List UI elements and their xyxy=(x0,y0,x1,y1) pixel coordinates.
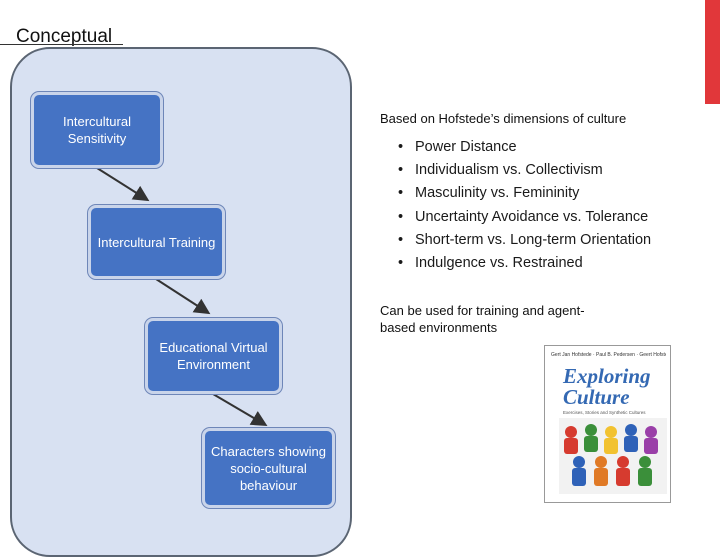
dimensions-heading: Based on Hofstede’s dimensions of cultur… xyxy=(380,111,627,126)
title-underline xyxy=(0,44,123,45)
node-label: Intercultural Sensitivity xyxy=(63,114,131,146)
node-characters-behaviour: Characters showing socio-cultural behavi… xyxy=(202,428,335,508)
node-educational-virtual-environment: Educational Virtual Environment xyxy=(145,318,282,394)
book-authors: Gert Jan Hofstede · Paul B. Pedersen · G… xyxy=(551,352,666,358)
node-intercultural-sensitivity: Intercultural Sensitivity xyxy=(31,92,163,168)
node-intercultural-training: Intercultural Training xyxy=(88,205,225,279)
book-subtitle: Exercises, Stories and Synthetic Culture… xyxy=(563,410,646,415)
list-item: Short-term vs. Long-term Orientation xyxy=(398,229,651,252)
slide-title: Conceptual xyxy=(16,26,113,47)
list-item: Uncertainty Avoidance vs. Tolerance xyxy=(398,206,651,229)
dimensions-list: Power Distance Individualism vs. Collect… xyxy=(398,136,651,275)
arrow-2 xyxy=(155,278,211,315)
book-title: Exploring Culture xyxy=(563,364,651,409)
list-item: Power Distance xyxy=(398,136,651,159)
list-item: Masculinity vs. Femininity xyxy=(398,182,651,205)
list-item: Indulgence vs. Restrained xyxy=(398,252,651,275)
node-label: Characters showing socio-cultural behavi… xyxy=(211,443,326,493)
arrow-3 xyxy=(212,393,268,427)
flow-arrows xyxy=(96,167,268,427)
node-label: Educational Virtual Environment xyxy=(159,340,268,372)
arrow-1 xyxy=(96,167,150,202)
accent-bar xyxy=(705,0,720,104)
puzzle-people-illustration xyxy=(559,418,667,494)
node-label: Intercultural Training xyxy=(97,234,216,250)
book-cover-image: Gert Jan Hofstede · Paul B. Pedersen · G… xyxy=(544,345,671,503)
usage-note: Can be used for training and agent-based… xyxy=(380,303,585,335)
list-item: Individualism vs. Collectivism xyxy=(398,159,651,182)
